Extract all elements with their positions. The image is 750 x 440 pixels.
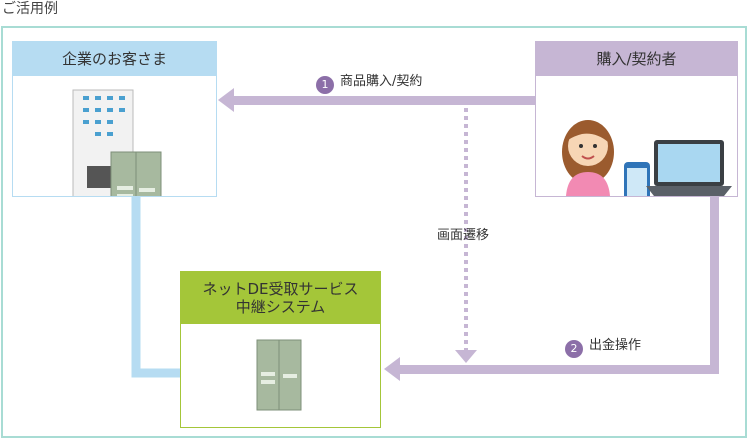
relay-title-line1: ネットDE受取サービス xyxy=(202,280,359,298)
relay-server-icon xyxy=(256,339,302,411)
step2-number-badge: 2 xyxy=(565,340,583,358)
step1-number-badge: 1 xyxy=(316,76,334,94)
person-icon xyxy=(562,120,614,196)
relay-system-title: ネットDE受取サービス 中継システム xyxy=(181,272,380,324)
flow-arrow-withdrawal xyxy=(384,197,719,381)
buyer-box: 購入/契約者 xyxy=(535,41,738,206)
relay-title-line2: 中継システム xyxy=(235,298,326,316)
laptop-icon xyxy=(646,140,732,196)
step2-text: 出金操作 xyxy=(589,338,642,353)
smartphone-icon xyxy=(624,162,650,206)
section-title: ご活用例 xyxy=(2,1,58,17)
step1-label: 1 商品購入/契約 xyxy=(316,70,422,94)
company-box: 企業のお客さま xyxy=(12,41,217,223)
diagram-frame xyxy=(1,26,747,438)
buyer-illustration xyxy=(562,120,732,206)
relay-system-box: ネットDE受取サービス 中継システム xyxy=(180,271,381,428)
office-building-icon xyxy=(72,89,162,223)
company-box-title: 企業のお客さま xyxy=(13,42,216,76)
transition-label: 画面遷移 xyxy=(437,228,490,243)
step2-label: 2 出金操作 xyxy=(565,334,641,358)
step1-text: 商品購入/契約 xyxy=(340,74,423,89)
flow-arrow-transition xyxy=(455,108,477,363)
flow-arrow-purchase xyxy=(218,88,535,112)
buyer-box-title: 購入/契約者 xyxy=(536,42,737,76)
